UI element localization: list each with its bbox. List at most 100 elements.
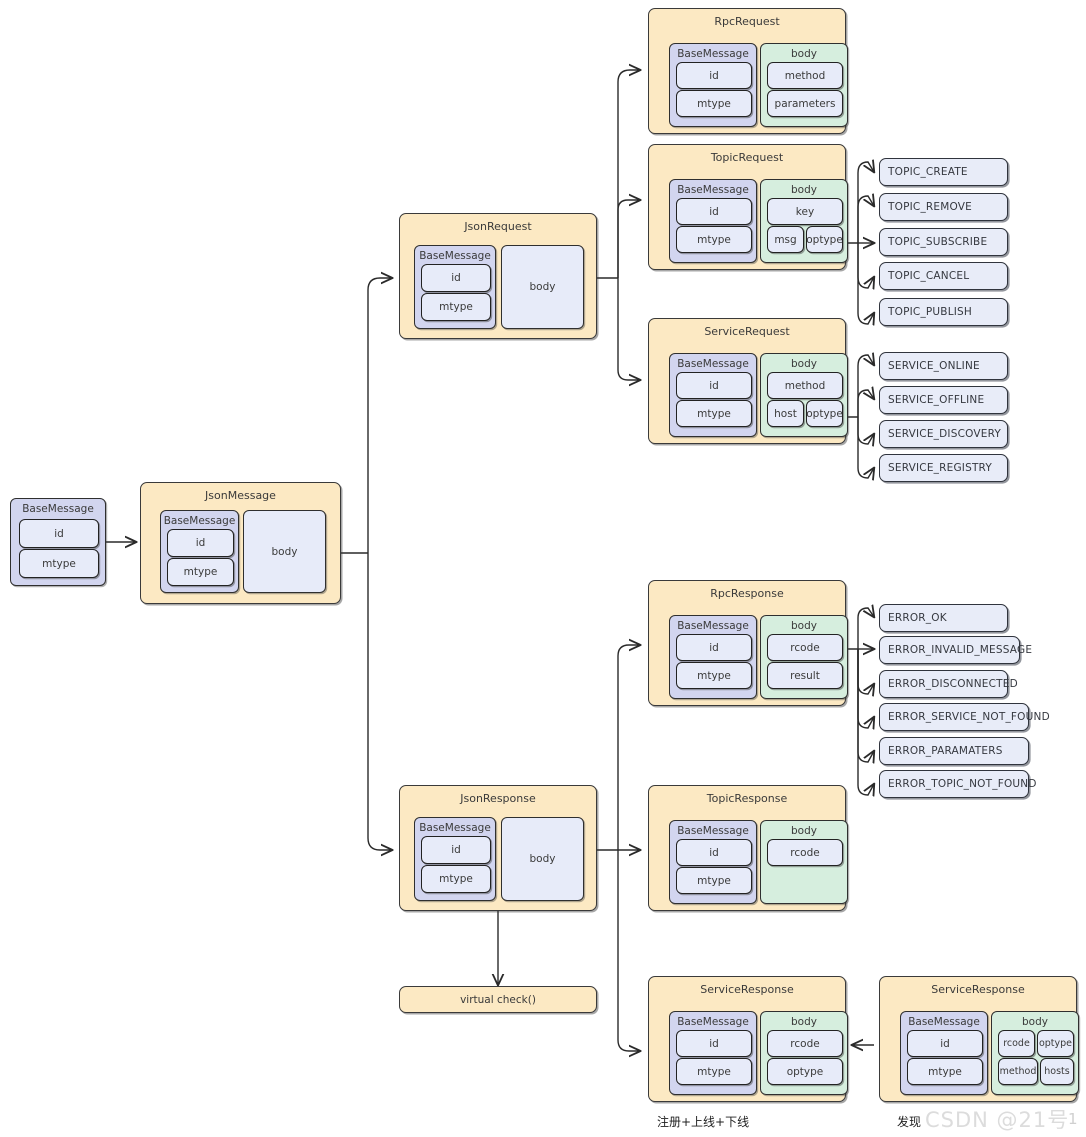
- field-mtype[interactable]: mtype: [167, 558, 234, 586]
- body-box[interactable]: body method parameters: [760, 43, 848, 127]
- field-optype[interactable]: optype: [1037, 1030, 1074, 1057]
- node-rpc-response[interactable]: RpcResponse BaseMessage id mtype body rc…: [648, 580, 848, 706]
- embedded-base-message[interactable]: BaseMessage id mtype: [669, 43, 757, 127]
- field-msg[interactable]: msg: [767, 226, 804, 253]
- field-id[interactable]: id: [19, 519, 99, 548]
- enum-service-offline[interactable]: SERVICE_OFFLINE: [879, 386, 1008, 414]
- field-mtype[interactable]: mtype: [676, 867, 752, 894]
- body-box[interactable]: body rcode result: [760, 615, 848, 699]
- field-mtype[interactable]: mtype: [907, 1058, 983, 1085]
- field-rcode[interactable]: rcode: [998, 1030, 1035, 1057]
- body-label: body: [791, 48, 817, 60]
- field-mtype[interactable]: mtype: [19, 549, 99, 578]
- field-id[interactable]: id: [676, 62, 752, 89]
- enum-topic-cancel[interactable]: TOPIC_CANCEL: [879, 262, 1008, 290]
- field-mtype[interactable]: mtype: [421, 865, 491, 893]
- field-id[interactable]: id: [421, 836, 491, 864]
- node-title: RpcRequest: [714, 15, 780, 28]
- field-hosts[interactable]: hosts: [1040, 1058, 1074, 1085]
- field-mtype[interactable]: mtype: [676, 400, 752, 427]
- body-label: body: [529, 853, 556, 865]
- base-message-title: BaseMessage: [677, 1016, 749, 1028]
- caption-register: 注册+上线+下线: [657, 1115, 750, 1129]
- embedded-base-message[interactable]: BaseMessage id mtype: [160, 510, 239, 593]
- field-host[interactable]: host: [767, 400, 804, 427]
- field-rcode[interactable]: rcode: [767, 1030, 843, 1057]
- embedded-base-message[interactable]: BaseMessage id mtype: [414, 245, 496, 329]
- field-key[interactable]: key: [767, 198, 843, 225]
- field-method[interactable]: method: [998, 1058, 1038, 1085]
- embedded-base-message[interactable]: BaseMessage id mtype: [669, 615, 757, 699]
- field-method[interactable]: method: [767, 372, 843, 399]
- body-box[interactable]: body rcode optype: [760, 1011, 848, 1095]
- node-topic-response[interactable]: TopicResponse BaseMessage id mtype body …: [648, 785, 848, 911]
- body-box[interactable]: body: [501, 245, 584, 329]
- field-rcode[interactable]: rcode: [767, 839, 843, 866]
- node-rpc-request[interactable]: RpcRequest BaseMessage id mtype body met…: [648, 8, 848, 134]
- body-box[interactable]: body key msg optype: [760, 179, 848, 263]
- field-optype[interactable]: optype: [767, 1058, 843, 1085]
- base-message-title: BaseMessage: [163, 515, 236, 527]
- body-box[interactable]: body rcode: [760, 820, 848, 904]
- base-message-title: BaseMessage: [419, 822, 491, 834]
- field-id[interactable]: id: [676, 634, 752, 661]
- base-message-title: BaseMessage: [677, 48, 749, 60]
- field-result[interactable]: result: [767, 662, 843, 689]
- node-title: TopicRequest: [710, 151, 784, 164]
- field-id[interactable]: id: [676, 198, 752, 225]
- enum-error-invalid-message[interactable]: ERROR_INVALID_MESSAGE: [879, 636, 1032, 664]
- field-rcode[interactable]: rcode: [767, 634, 843, 661]
- embedded-base-message[interactable]: BaseMessage id mtype: [414, 817, 496, 901]
- field-id[interactable]: id: [676, 1030, 752, 1057]
- field-method[interactable]: method: [767, 62, 843, 89]
- enum-error-service-not-found[interactable]: ERROR_SERVICE_NOT_FOUND: [879, 703, 1050, 731]
- embedded-base-message[interactable]: BaseMessage id mtype: [669, 820, 757, 904]
- enum-topic-create[interactable]: TOPIC_CREATE: [879, 158, 1008, 186]
- embedded-base-message[interactable]: BaseMessage id mtype: [900, 1011, 988, 1095]
- body-box[interactable]: body method host optype: [760, 353, 848, 437]
- body-box[interactable]: body: [243, 510, 326, 593]
- node-service-request[interactable]: ServiceRequest BaseMessage id mtype body…: [648, 318, 848, 444]
- caption-discover: 发现: [897, 1115, 922, 1129]
- node-service-response-right[interactable]: ServiceResponse BaseMessage id mtype bod…: [879, 976, 1079, 1102]
- field-id[interactable]: id: [676, 372, 752, 399]
- embedded-base-message[interactable]: BaseMessage id mtype: [669, 179, 757, 263]
- field-mtype[interactable]: mtype: [676, 226, 752, 253]
- enum-service-discovery[interactable]: SERVICE_DISCOVERY: [879, 420, 1008, 448]
- embedded-base-message[interactable]: BaseMessage id mtype: [669, 1011, 757, 1095]
- enum-error-ok[interactable]: ERROR_OK: [879, 604, 1008, 632]
- field-mtype[interactable]: mtype: [676, 1058, 752, 1085]
- field-parameters[interactable]: parameters: [767, 90, 843, 117]
- node-service-response-left[interactable]: ServiceResponse BaseMessage id mtype bod…: [648, 976, 848, 1102]
- enum-service-online[interactable]: SERVICE_ONLINE: [879, 352, 1008, 380]
- field-id[interactable]: id: [167, 529, 234, 557]
- enum-error-disconnected[interactable]: ERROR_DISCONNECTED: [879, 670, 1018, 698]
- enum-error-paramaters[interactable]: ERROR_PARAMATERS: [879, 737, 1029, 765]
- csdn-watermark: CSDN @21号: [925, 1108, 1070, 1132]
- body-box[interactable]: body: [501, 817, 584, 901]
- node-title: ServiceResponse: [931, 983, 1025, 996]
- field-id[interactable]: id: [676, 839, 752, 866]
- field-id[interactable]: id: [421, 264, 491, 292]
- enum-error-topic-not-found[interactable]: ERROR_TOPIC_NOT_FOUND: [879, 770, 1036, 798]
- node-virtual-check[interactable]: virtual check(): [399, 986, 597, 1013]
- field-mtype[interactable]: mtype: [676, 662, 752, 689]
- field-mtype[interactable]: mtype: [676, 90, 752, 117]
- enum-service-registry[interactable]: SERVICE_REGISTRY: [879, 454, 1008, 482]
- node-json-message[interactable]: JsonMessage BaseMessage id mtype body: [140, 482, 341, 604]
- node-topic-request[interactable]: TopicRequest BaseMessage id mtype body k…: [648, 144, 848, 270]
- field-id[interactable]: id: [907, 1030, 983, 1057]
- enum-topic-subscribe[interactable]: TOPIC_SUBSCRIBE: [879, 228, 1008, 256]
- field-optype[interactable]: optype: [806, 226, 843, 253]
- field-optype[interactable]: optype: [806, 400, 843, 427]
- node-title: JsonMessage: [205, 489, 276, 502]
- node-json-response[interactable]: JsonResponse BaseMessage id mtype body: [399, 785, 597, 911]
- base-message-title: BaseMessage: [677, 825, 749, 837]
- node-base-message-root[interactable]: BaseMessage id mtype: [10, 498, 106, 586]
- body-box[interactable]: body rcode optype method hosts: [991, 1011, 1079, 1095]
- embedded-base-message[interactable]: BaseMessage id mtype: [669, 353, 757, 437]
- field-mtype[interactable]: mtype: [421, 293, 491, 321]
- enum-topic-publish[interactable]: TOPIC_PUBLISH: [879, 298, 1008, 326]
- node-json-request[interactable]: JsonRequest BaseMessage id mtype body: [399, 213, 597, 339]
- enum-topic-remove[interactable]: TOPIC_REMOVE: [879, 193, 1008, 221]
